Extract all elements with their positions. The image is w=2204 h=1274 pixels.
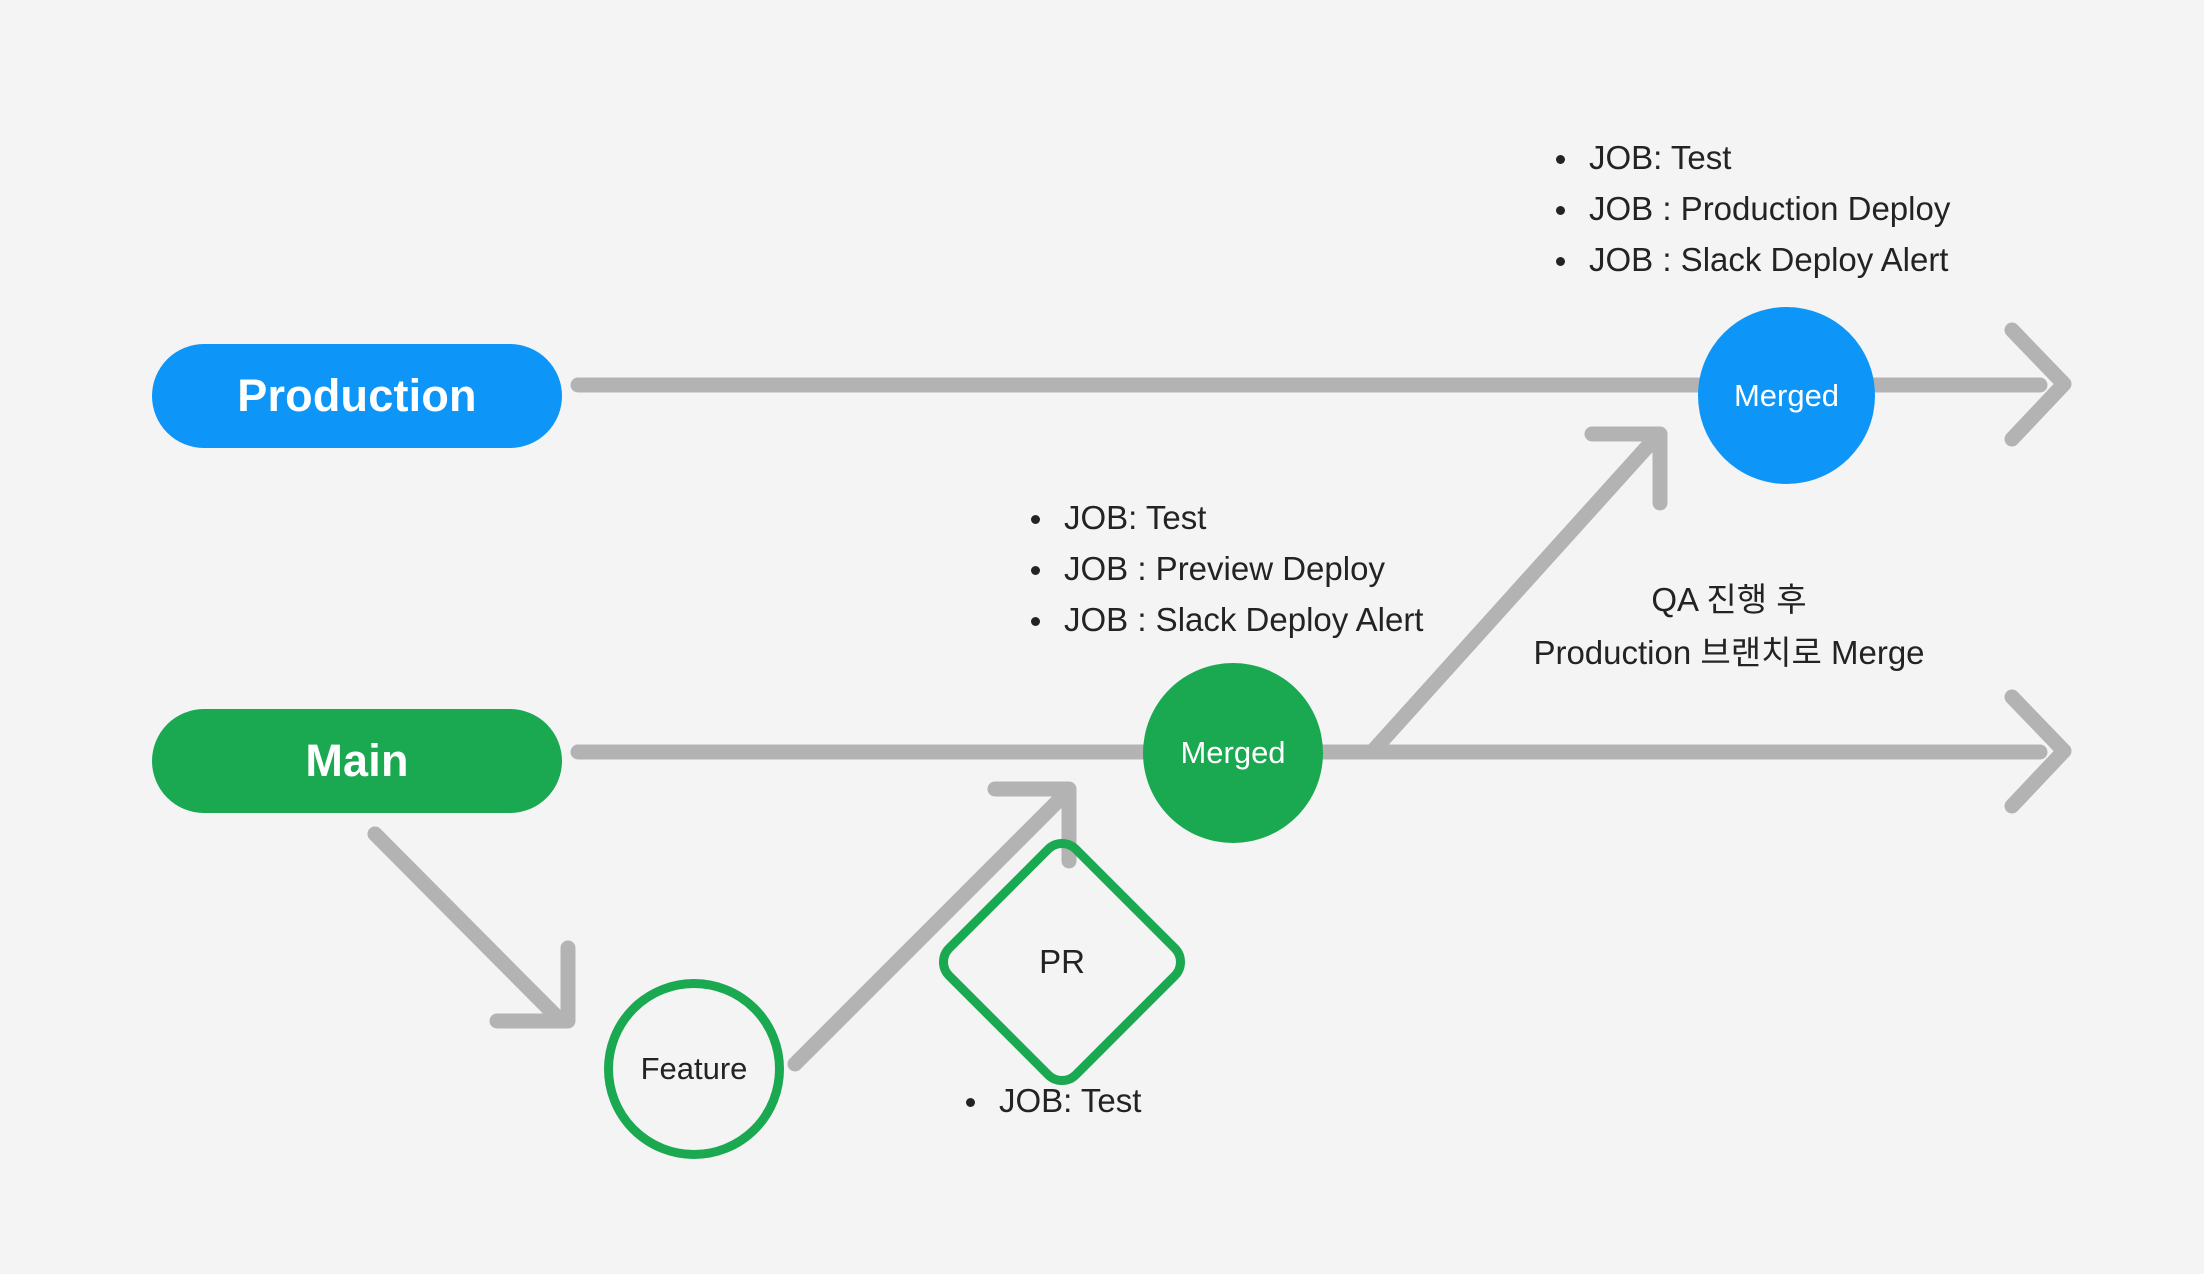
job-label: JOB : Production Deploy [1589, 190, 1951, 227]
job-label: JOB: Test [999, 1082, 1142, 1119]
branch-badge-production[interactable]: Production [152, 344, 562, 448]
node-merged-main[interactable]: Merged [1143, 663, 1323, 843]
job-label: JOB : Preview Deploy [1064, 550, 1385, 587]
node-pull-request-label: PR [1039, 943, 1085, 980]
list-item: JOB : Production Deploy [1545, 183, 1950, 234]
node-merged-production-label: Merged [1733, 377, 1840, 413]
list-item: JOB : Slack Deploy Alert [1545, 234, 1950, 285]
list-item: JOB : Preview Deploy [1020, 543, 1423, 594]
list-item: JOB: Test [1020, 492, 1423, 543]
list-item: JOB : Slack Deploy Alert [1020, 594, 1423, 645]
branch-badge-production-label: Production [237, 370, 477, 421]
branch-badge-main-label: Main [305, 735, 409, 786]
list-item: JOB: Test [955, 1075, 1141, 1126]
job-label: JOB: Test [1589, 139, 1732, 176]
arrow-right-icon-main [2004, 689, 2072, 814]
merge-note-line-2: Production 브랜치로 Merge [1533, 634, 1925, 671]
node-feature-label: Feature [640, 1051, 748, 1086]
job-label: JOB : Slack Deploy Alert [1064, 601, 1424, 638]
job-list-main-merge: JOB: Test JOB : Preview Deploy JOB : Sla… [1020, 492, 1423, 645]
node-merged-main-label: Merged [1180, 735, 1286, 770]
job-label: JOB: Test [1064, 499, 1207, 536]
node-pull-request[interactable]: PR [929, 829, 1195, 1095]
merge-note: QA 진행 후 Production 브랜치로 Merge [1509, 573, 1949, 679]
job-list-pull-request: JOB: Test [955, 1075, 1141, 1126]
node-pull-request-label-wrap: PR [968, 868, 1156, 1056]
job-list-production-merge: JOB: Test JOB : Production Deploy JOB : … [1545, 132, 1950, 285]
node-merged-production[interactable]: Merged [1698, 307, 1875, 484]
arrow-right-icon-production [2004, 322, 2072, 447]
node-feature[interactable]: Feature [604, 979, 784, 1159]
merge-note-line-1: QA 진행 후 [1651, 581, 1807, 618]
list-item: JOB: Test [1545, 132, 1950, 183]
branch-badge-main[interactable]: Main [152, 709, 562, 813]
arrow-down-right-icon-branch-off [367, 826, 576, 1029]
job-label: JOB : Slack Deploy Alert [1589, 241, 1949, 278]
